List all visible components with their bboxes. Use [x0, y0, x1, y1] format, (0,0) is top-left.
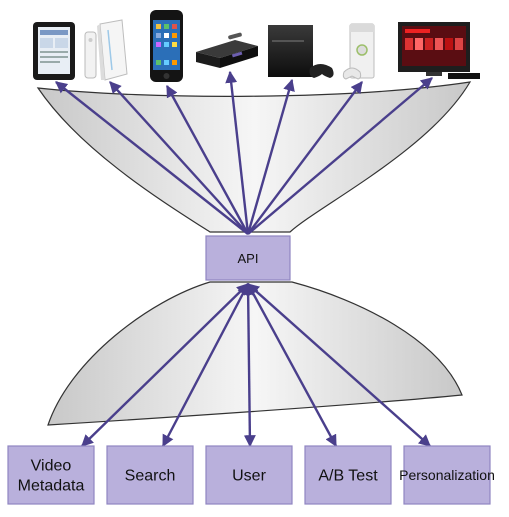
video-metadata-box-rect — [7, 445, 95, 505]
api-to-device-arrow-2 — [109, 81, 249, 235]
user-box[interactable]: User — [205, 445, 293, 505]
wii-console-device-icon — [84, 19, 128, 81]
personalization-box[interactable]: Personalization — [399, 445, 495, 505]
search-box[interactable]: Search — [106, 445, 194, 505]
streaming-box-device-icon — [196, 32, 258, 68]
ab-test-box[interactable]: A/B Test — [304, 445, 392, 505]
user-box-rect — [205, 445, 293, 505]
service-to-api-arrow-2 — [161, 282, 250, 448]
search-box-label-line-1: Search — [125, 468, 176, 485]
user-box-label-line-1: User — [232, 468, 266, 485]
lower-funnel-shape — [47, 281, 463, 426]
api-label: API — [238, 251, 259, 266]
personalization-box-label-line-1: Personalization — [399, 467, 495, 483]
xbox-console-device-icon — [342, 23, 375, 80]
smart-tv-device-icon — [398, 22, 480, 79]
search-box-rect — [106, 445, 194, 505]
video-metadata-box-label-line-1: Video — [31, 458, 72, 475]
api-to-device-arrow-6 — [247, 81, 363, 235]
api-to-device-arrow-4 — [225, 70, 250, 235]
smartphone-device-icon — [150, 10, 183, 82]
tablet-device-icon — [33, 22, 75, 80]
api-to-device-arrow-3 — [165, 84, 250, 235]
api-to-device-arrow-5 — [246, 78, 295, 235]
ab-test-box-label-line-1: A/B Test — [318, 468, 378, 485]
service-to-api-arrow-5 — [247, 283, 431, 447]
video-metadata-box-label-line-2: Metadata — [18, 478, 85, 495]
connection-arrows — [55, 70, 433, 448]
ab-test-box-rect — [304, 445, 392, 505]
api-to-device-arrow-7 — [247, 77, 433, 235]
ps3-console-device-icon — [268, 25, 334, 78]
personalization-box-rect — [403, 445, 491, 505]
api-box[interactable]: API — [205, 235, 291, 281]
api-to-device-arrow-1 — [55, 81, 249, 235]
upper-funnel-shape — [36, 81, 472, 233]
